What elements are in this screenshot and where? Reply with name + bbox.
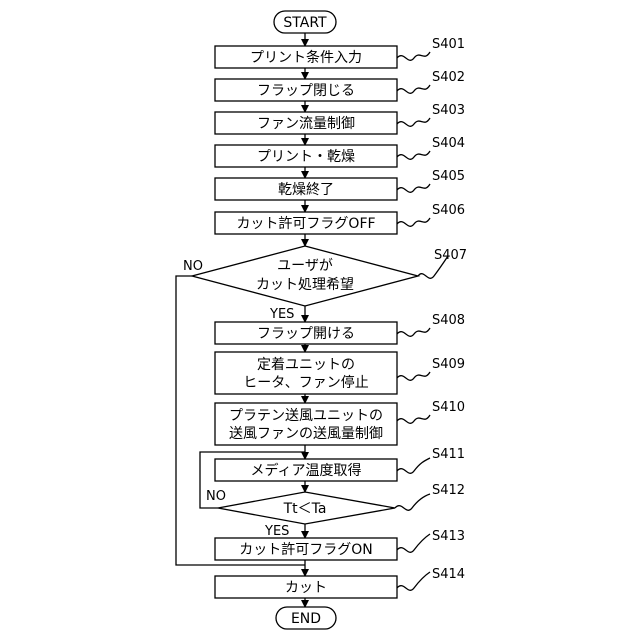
branch-label-s407-yes: YES: [269, 307, 294, 322]
step-leader: [395, 494, 430, 510]
step-label-s411: S411: [432, 447, 465, 462]
process-s406-text: カット許可フラグOFF: [236, 216, 375, 232]
step-leader: [397, 328, 430, 336]
process-s413: カット許可フラグON: [215, 538, 397, 560]
process-s402: フラップ閉じる: [215, 79, 397, 101]
branch-label-s407-no: NO: [183, 259, 203, 274]
step-leader: [397, 85, 430, 93]
start-label: START: [283, 15, 327, 31]
step-label-s406: S406: [432, 203, 465, 218]
end-label: END: [291, 611, 321, 627]
step-label-s402: S402: [432, 70, 465, 85]
step-label-s407: S407: [434, 248, 467, 263]
step-leader: [397, 118, 430, 126]
process-s408-text: フラップ開ける: [257, 326, 355, 342]
process-s408: フラップ開ける: [215, 322, 397, 344]
step-label-s409: S409: [432, 357, 465, 372]
branch-label-s412-no: NO: [206, 489, 226, 504]
decision-s407: ユーザが カット処理希望: [192, 246, 418, 306]
step-leader: [397, 184, 430, 192]
step-label-s404: S404: [432, 136, 465, 151]
step-leader: [397, 372, 430, 380]
process-s404-text: プリント・乾燥: [257, 149, 355, 165]
process-s405-text: 乾燥終了: [278, 182, 334, 198]
step-label-s414: S414: [432, 567, 465, 582]
step-leader: [397, 415, 430, 423]
step-leader: [397, 151, 430, 159]
branch-label-s412-yes: YES: [264, 524, 289, 539]
decision-s407-line1: ユーザが: [277, 258, 333, 274]
process-s409-line1: 定着ユニットの: [257, 357, 355, 373]
step-label-s412: S412: [432, 483, 465, 498]
step-label-s408: S408: [432, 313, 465, 328]
process-s409-line2: ヒータ、ファン停止: [243, 374, 369, 391]
step-label-s401: S401: [432, 37, 465, 52]
process-s401: プリント条件入力: [215, 46, 397, 68]
step-label-s405: S405: [432, 169, 465, 184]
decision-s412-text: Tt＜Ta: [283, 501, 327, 517]
process-s401-text: プリント条件入力: [250, 49, 362, 66]
process-s411-text: メディア温度取得: [250, 462, 361, 479]
step-label-s403: S403: [432, 103, 465, 118]
step-leader: [397, 534, 430, 552]
process-s403: ファン流量制御: [215, 112, 397, 134]
process-s403-text: ファン流量制御: [257, 116, 355, 132]
step-leader: [397, 572, 430, 590]
process-s406: カット許可フラグOFF: [215, 212, 397, 234]
step-label-s413: S413: [432, 529, 465, 544]
process-s409: 定着ユニットの ヒータ、ファン停止: [215, 352, 397, 394]
step-label-s410: S410: [432, 400, 465, 415]
start-terminal: START: [274, 11, 336, 33]
process-s402-text: フラップ閉じる: [257, 83, 355, 99]
step-leader: [397, 218, 430, 226]
process-s411: メディア温度取得: [215, 459, 397, 481]
process-s404: プリント・乾燥: [215, 145, 397, 167]
decision-s407-line2: カット処理希望: [256, 277, 354, 293]
step-leader: [397, 458, 430, 473]
decision-s412: Tt＜Ta: [218, 492, 395, 524]
end-terminal: END: [276, 607, 336, 629]
process-s413-text: カット許可フラグON: [239, 542, 373, 558]
process-s410: プラテン送風ユニットの 送風ファンの送風量制御: [215, 403, 397, 445]
process-s410-line1: プラテン送風ユニットの: [229, 408, 383, 424]
step-leader: [397, 52, 430, 60]
process-s405: 乾燥終了: [215, 178, 397, 200]
process-s414-text: カット: [285, 580, 327, 596]
process-s414: カット: [215, 576, 397, 598]
process-s410-line2: 送風ファンの送風量制御: [229, 426, 383, 442]
